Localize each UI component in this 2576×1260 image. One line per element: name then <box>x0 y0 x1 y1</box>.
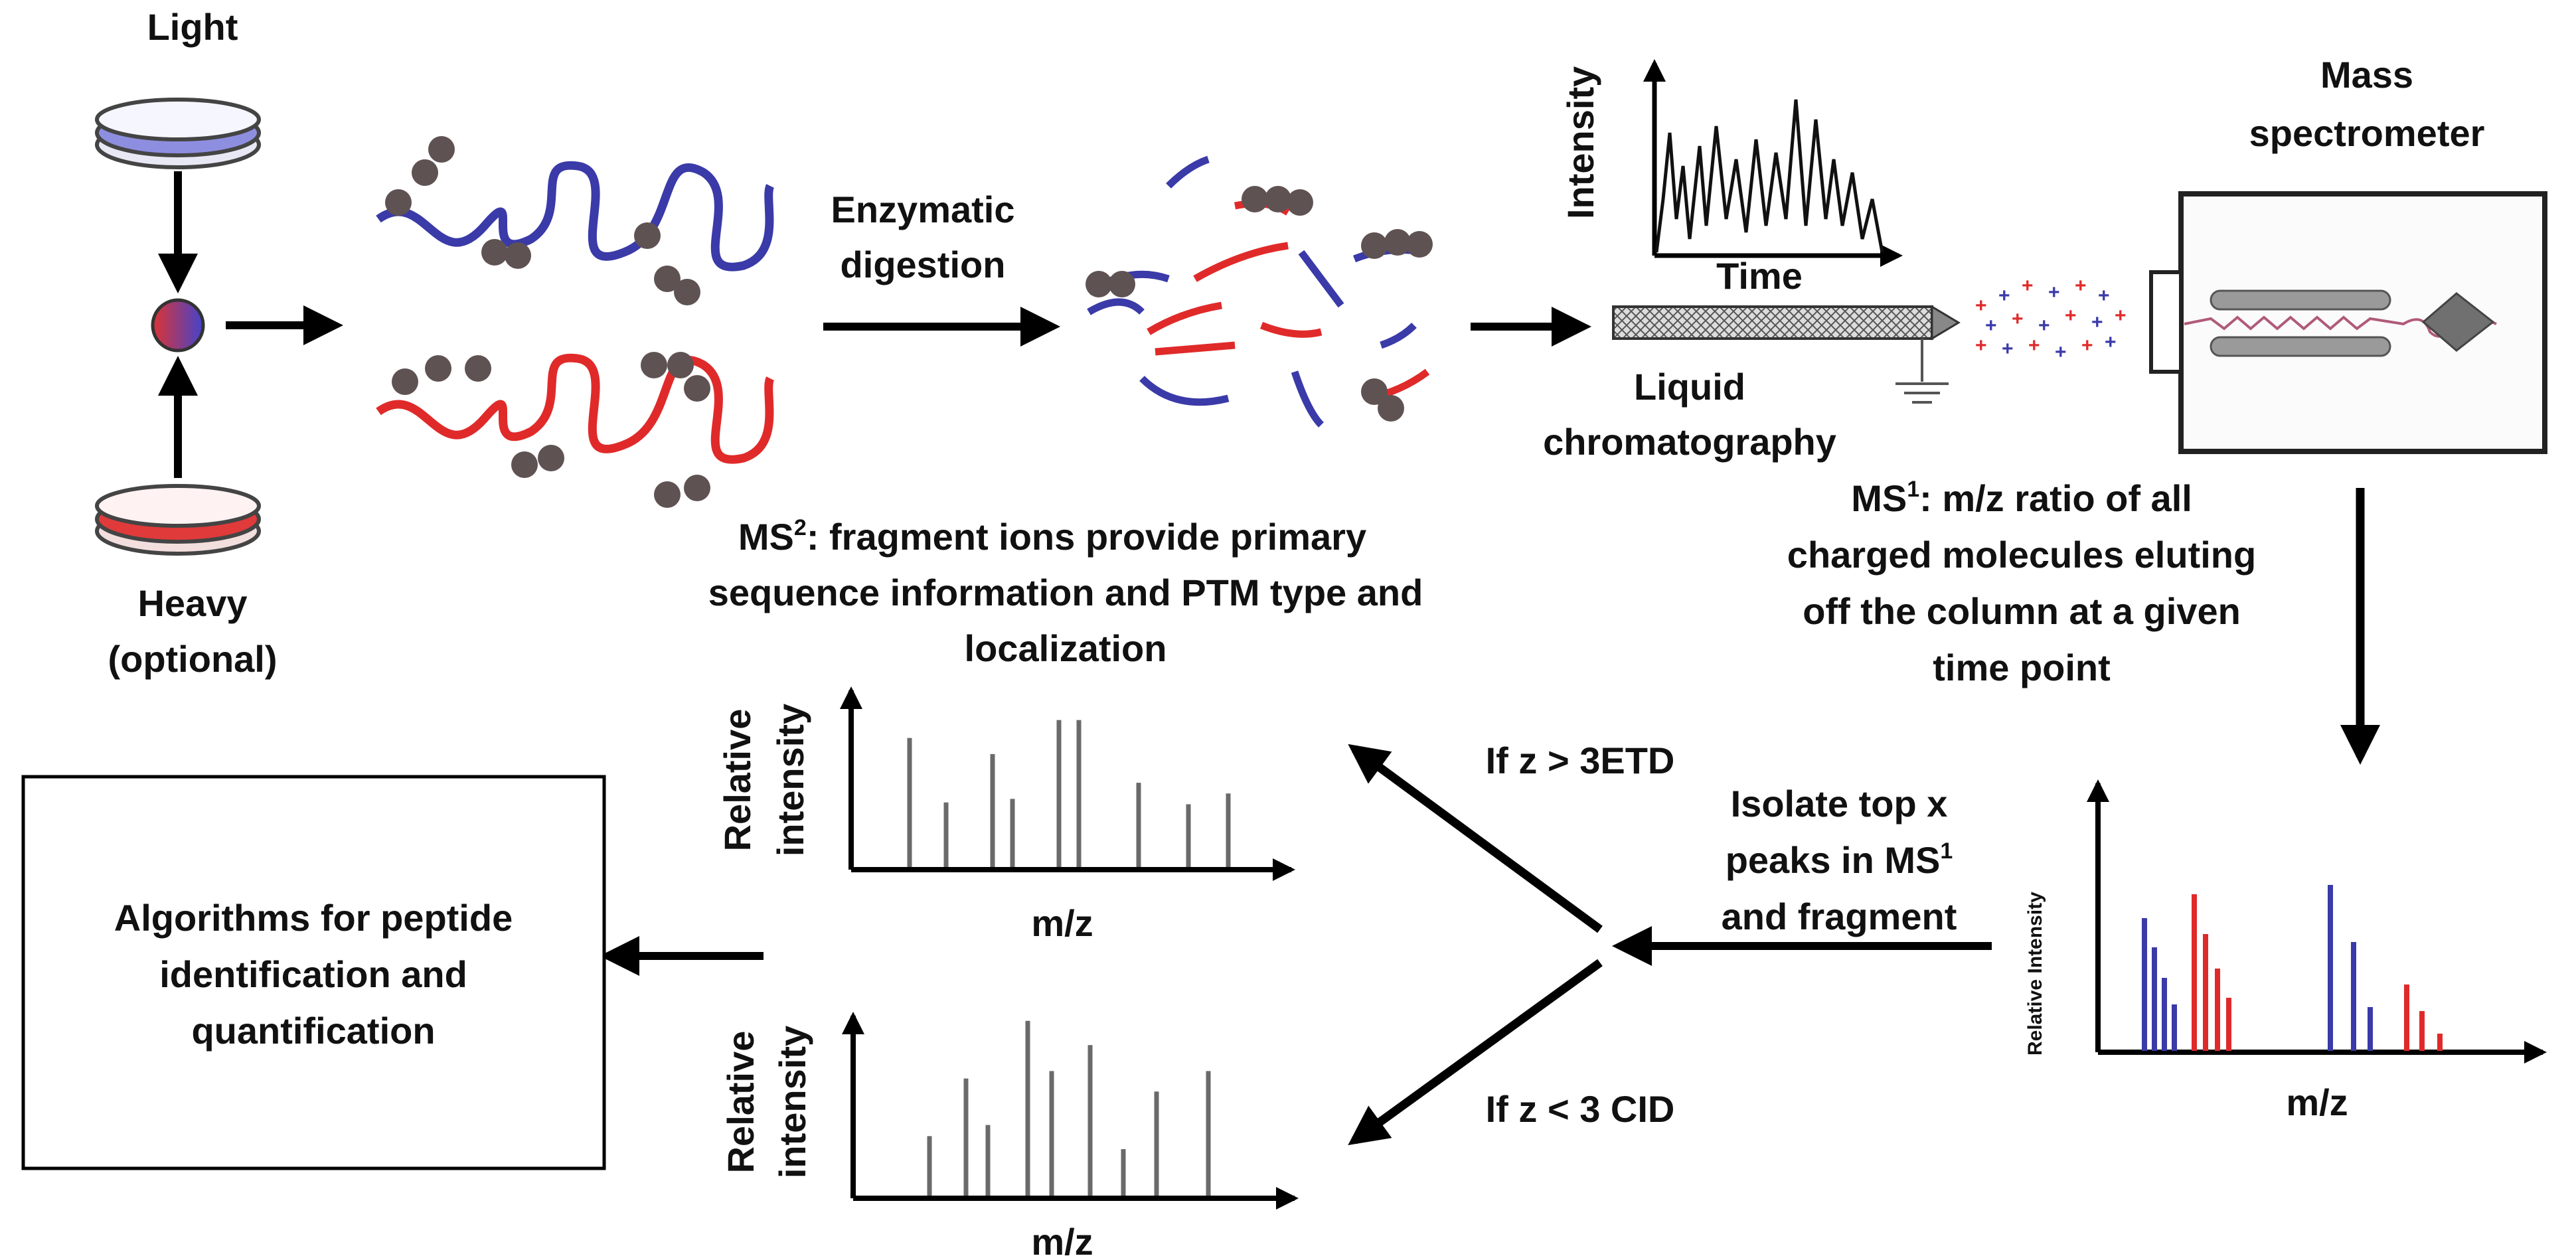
cid-label: If z < 3 CID <box>1486 1088 1675 1130</box>
etd-peaks <box>907 720 1231 867</box>
ms1-line-4: time point <box>1933 647 2111 688</box>
ms1-peaks <box>2142 885 2443 1051</box>
svg-text:+: + <box>2091 311 2103 333</box>
lc-label: Liquid <box>1634 366 1745 408</box>
etd-y-label-2: intensity <box>769 704 811 856</box>
algorithms-line-1: Algorithms for peptide <box>114 897 513 939</box>
chromatogram-y-label: Intensity <box>1560 66 1601 219</box>
etd-x-label: m/z <box>1031 902 1093 944</box>
lc-column-icon <box>1612 305 1961 404</box>
cid-peaks <box>927 1020 1211 1196</box>
chromatogram-x-label: Time <box>1716 255 1803 297</box>
svg-text:+: + <box>2022 275 2034 297</box>
chromatogram-inset: Intensity Time <box>1560 59 1903 297</box>
svg-text:+: + <box>2075 275 2087 297</box>
isolate-line-3: and fragment <box>1722 896 1957 937</box>
svg-text:+: + <box>2012 308 2024 330</box>
algorithms-line-2: identification and <box>159 953 467 995</box>
ion-spray-icon: ++ ++ ++ ++ ++ ++ ++ ++ ++ <box>1975 275 2127 363</box>
protein-blue-icon <box>376 136 775 305</box>
digestion-label-2: digestion <box>841 244 1006 285</box>
algorithms-line-3: quantification <box>191 1010 435 1052</box>
svg-text:+: + <box>2105 331 2117 353</box>
etd-label: If z > 3ETD <box>1486 740 1675 781</box>
isolate-line-2: peaks in MS1 <box>1726 838 1953 881</box>
svg-text:+: + <box>1975 295 1987 317</box>
ms1-description: MS1: m/z ratio of all charged molecules … <box>1787 477 2256 688</box>
ms1-line-1: MS1: m/z ratio of all <box>1851 477 2192 519</box>
etd-y-label-1: Relative <box>716 709 758 852</box>
light-label: Light <box>147 6 238 48</box>
ms1-y-label: Relative Intensity <box>2024 892 2046 1056</box>
svg-text:+: + <box>2038 315 2050 337</box>
mixed-cells-icon <box>151 298 205 353</box>
mass-spectrometer-icon <box>2149 191 2547 454</box>
svg-text:+: + <box>2002 338 2014 360</box>
ms1-x-label: m/z <box>2286 1081 2348 1123</box>
isolate-line-1: Isolate top x <box>1731 783 1948 825</box>
silac-labeling: Light Heavy (optional) <box>95 6 343 680</box>
heavy-dish-icon <box>95 484 261 556</box>
cid-y-label-2: intensity <box>771 1026 813 1178</box>
ms-label: Mass <box>2320 54 2413 96</box>
algorithms-box: Algorithms for peptide identification an… <box>21 775 606 1170</box>
svg-text:+: + <box>2028 335 2040 356</box>
svg-text:+: + <box>2065 305 2077 327</box>
cid-y-label-1: Relative <box>720 1031 762 1174</box>
etd-spectrum: Relative intensity m/z <box>716 686 1295 944</box>
cid-branch-arrow <box>1348 959 1603 1146</box>
heavy-optional-label: (optional) <box>108 638 277 680</box>
svg-text:+: + <box>2115 305 2127 327</box>
svg-text:+: + <box>1975 335 1987 356</box>
svg-text:+: + <box>2055 341 2067 363</box>
light-dish-icon <box>95 98 261 169</box>
heavy-label: Heavy <box>137 582 247 624</box>
etd-branch-arrow <box>1348 744 1603 933</box>
svg-text:+: + <box>2081 335 2093 356</box>
cid-x-label: m/z <box>1031 1221 1093 1260</box>
protein-red-icon <box>376 352 775 508</box>
lc-label-2: chromatography <box>1543 421 1836 463</box>
svg-text:+: + <box>1998 285 2010 307</box>
cid-spectrum: Relative intensity m/z <box>720 1012 1299 1260</box>
svg-text:+: + <box>2098 285 2110 307</box>
chromatogram-trace <box>1654 99 1884 253</box>
svg-text:+: + <box>2048 281 2060 303</box>
svg-text:+: + <box>1985 315 1997 337</box>
ms-label-2: spectrometer <box>2249 112 2485 154</box>
ms2-line-1: MS2: fragment ions provide primary <box>738 515 1366 558</box>
ms2-description: MS2: fragment ions provide primary seque… <box>708 515 1423 669</box>
digestion-label: Enzymatic <box>831 189 1015 230</box>
peptide-fragments-icon <box>1086 155 1433 428</box>
ms1-line-2: charged molecules eluting <box>1787 534 2256 576</box>
ms1-line-3: off the column at a given <box>1803 590 2241 632</box>
ms2-line-3: localization <box>965 627 1167 669</box>
ms1-spectrum: Relative Intensity m/z <box>2024 779 2547 1123</box>
ms2-line-2: sequence information and PTM type and <box>708 572 1423 613</box>
